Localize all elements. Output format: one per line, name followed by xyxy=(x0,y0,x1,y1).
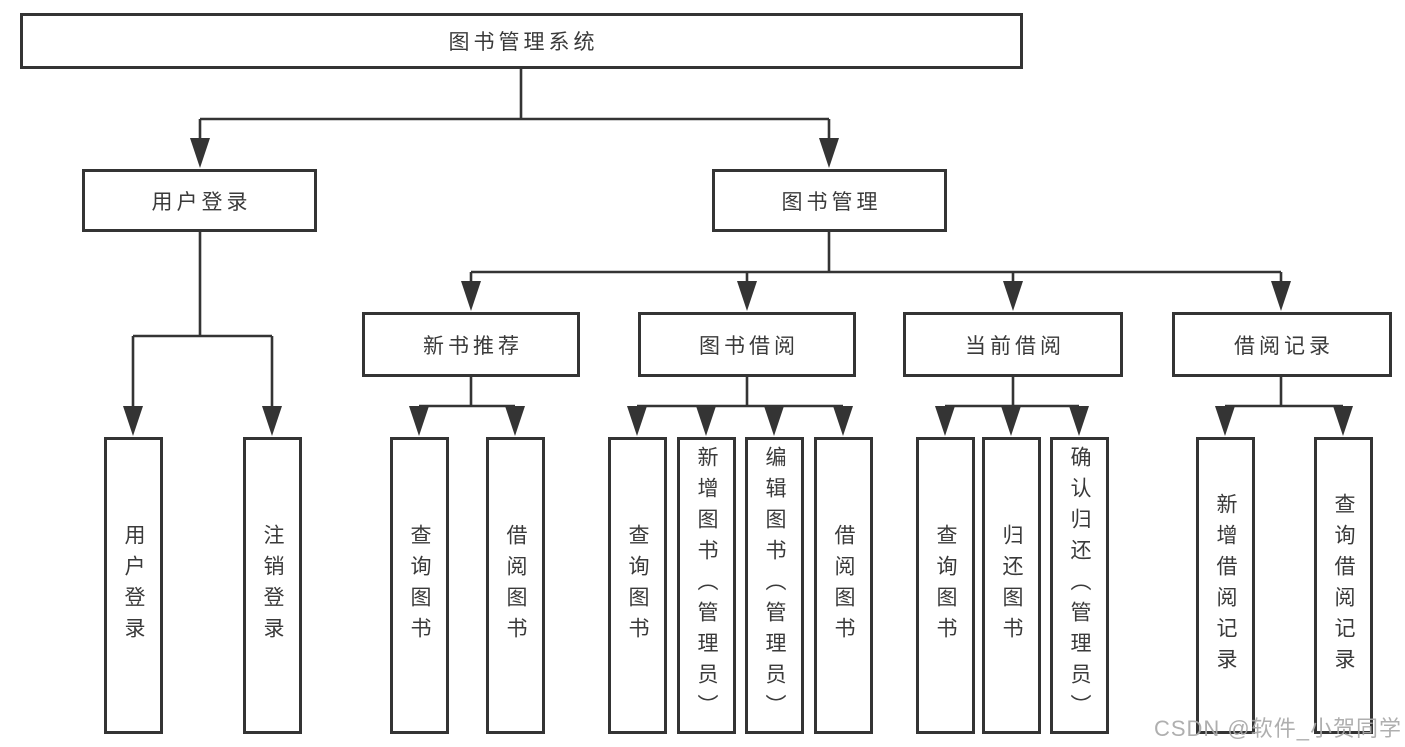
node-book-borrowing: 图书借阅 xyxy=(638,312,856,377)
node-label: 图书管理系统 xyxy=(448,31,599,54)
node-new-book-recommendation: 新书推荐 xyxy=(362,312,580,377)
node-label: 查询借阅记录 xyxy=(1332,492,1355,679)
node-label: 图书借阅 xyxy=(699,334,799,358)
arrowhead-icon xyxy=(627,406,647,436)
node-label: 图书管理 xyxy=(781,190,882,214)
node-add-borrow-record: 新增借阅记录 xyxy=(1196,437,1255,734)
node-label: 用户登录 xyxy=(122,523,145,648)
arrowhead-icon xyxy=(819,138,839,168)
arrowhead-icon xyxy=(123,406,143,436)
node-label: 借阅图书 xyxy=(504,523,527,648)
node-confirm-return-admin: 确认归还（管理员） xyxy=(1050,437,1109,734)
arrowhead-icon xyxy=(696,406,716,436)
node-borrowing-records: 借阅记录 xyxy=(1172,312,1392,377)
node-label: 新书推荐 xyxy=(423,334,523,358)
node-query-borrow-record: 查询借阅记录 xyxy=(1314,437,1373,734)
node-label: 当前借阅 xyxy=(965,334,1065,358)
node-edit-book-admin: 编辑图书（管理员） xyxy=(745,437,804,734)
node-label: 查询图书 xyxy=(626,523,649,648)
node-query-books-recommend: 查询图书 xyxy=(390,437,449,734)
node-label: 查询图书 xyxy=(934,523,957,648)
arrowhead-icon xyxy=(1003,281,1023,311)
node-user-login: 用户登录 xyxy=(82,169,317,232)
arrowhead-icon xyxy=(190,138,210,168)
node-label: 查询图书 xyxy=(408,523,431,648)
arrowhead-icon xyxy=(505,406,525,436)
node-label: 确认归还（管理员） xyxy=(1068,446,1091,725)
arrowhead-icon xyxy=(833,406,853,436)
node-label: 借阅图书 xyxy=(832,523,855,648)
node-label: 注销登录 xyxy=(261,523,284,648)
node-add-book-admin: 新增图书（管理员） xyxy=(677,437,736,734)
arrowhead-icon xyxy=(1069,406,1089,436)
node-query-books-borrowing: 查询图书 xyxy=(608,437,667,734)
arrowhead-icon xyxy=(409,406,429,436)
node-borrow-books-borrowing: 借阅图书 xyxy=(814,437,873,734)
node-current-borrowing: 当前借阅 xyxy=(903,312,1123,377)
node-label: 新增图书（管理员） xyxy=(695,446,718,725)
node-logout-leaf: 注销登录 xyxy=(243,437,302,734)
arrowhead-icon xyxy=(1333,406,1353,436)
csdn-watermark: CSDN @软件_小贺同学 xyxy=(1153,716,1402,741)
node-label: 借阅记录 xyxy=(1234,334,1334,358)
node-library-management-system: 图书管理系统 xyxy=(20,13,1023,69)
arrowhead-icon xyxy=(737,281,757,311)
node-label: 用户登录 xyxy=(151,190,252,214)
node-label: 新增借阅记录 xyxy=(1214,492,1237,679)
arrowhead-icon xyxy=(1001,406,1021,436)
arrowhead-icon xyxy=(262,406,282,436)
node-label: 归还图书 xyxy=(1000,523,1023,648)
node-book-management: 图书管理 xyxy=(712,169,947,232)
node-query-books-current: 查询图书 xyxy=(916,437,975,734)
node-label: 编辑图书（管理员） xyxy=(763,446,786,725)
node-user-login-leaf: 用户登录 xyxy=(104,437,163,734)
node-return-book: 归还图书 xyxy=(982,437,1041,734)
arrowhead-icon xyxy=(461,281,481,311)
arrowhead-icon xyxy=(935,406,955,436)
arrowhead-icon xyxy=(1271,281,1291,311)
node-borrow-books-recommend: 借阅图书 xyxy=(486,437,545,734)
arrowhead-icon xyxy=(764,406,784,436)
arrowhead-icon xyxy=(1215,406,1235,436)
